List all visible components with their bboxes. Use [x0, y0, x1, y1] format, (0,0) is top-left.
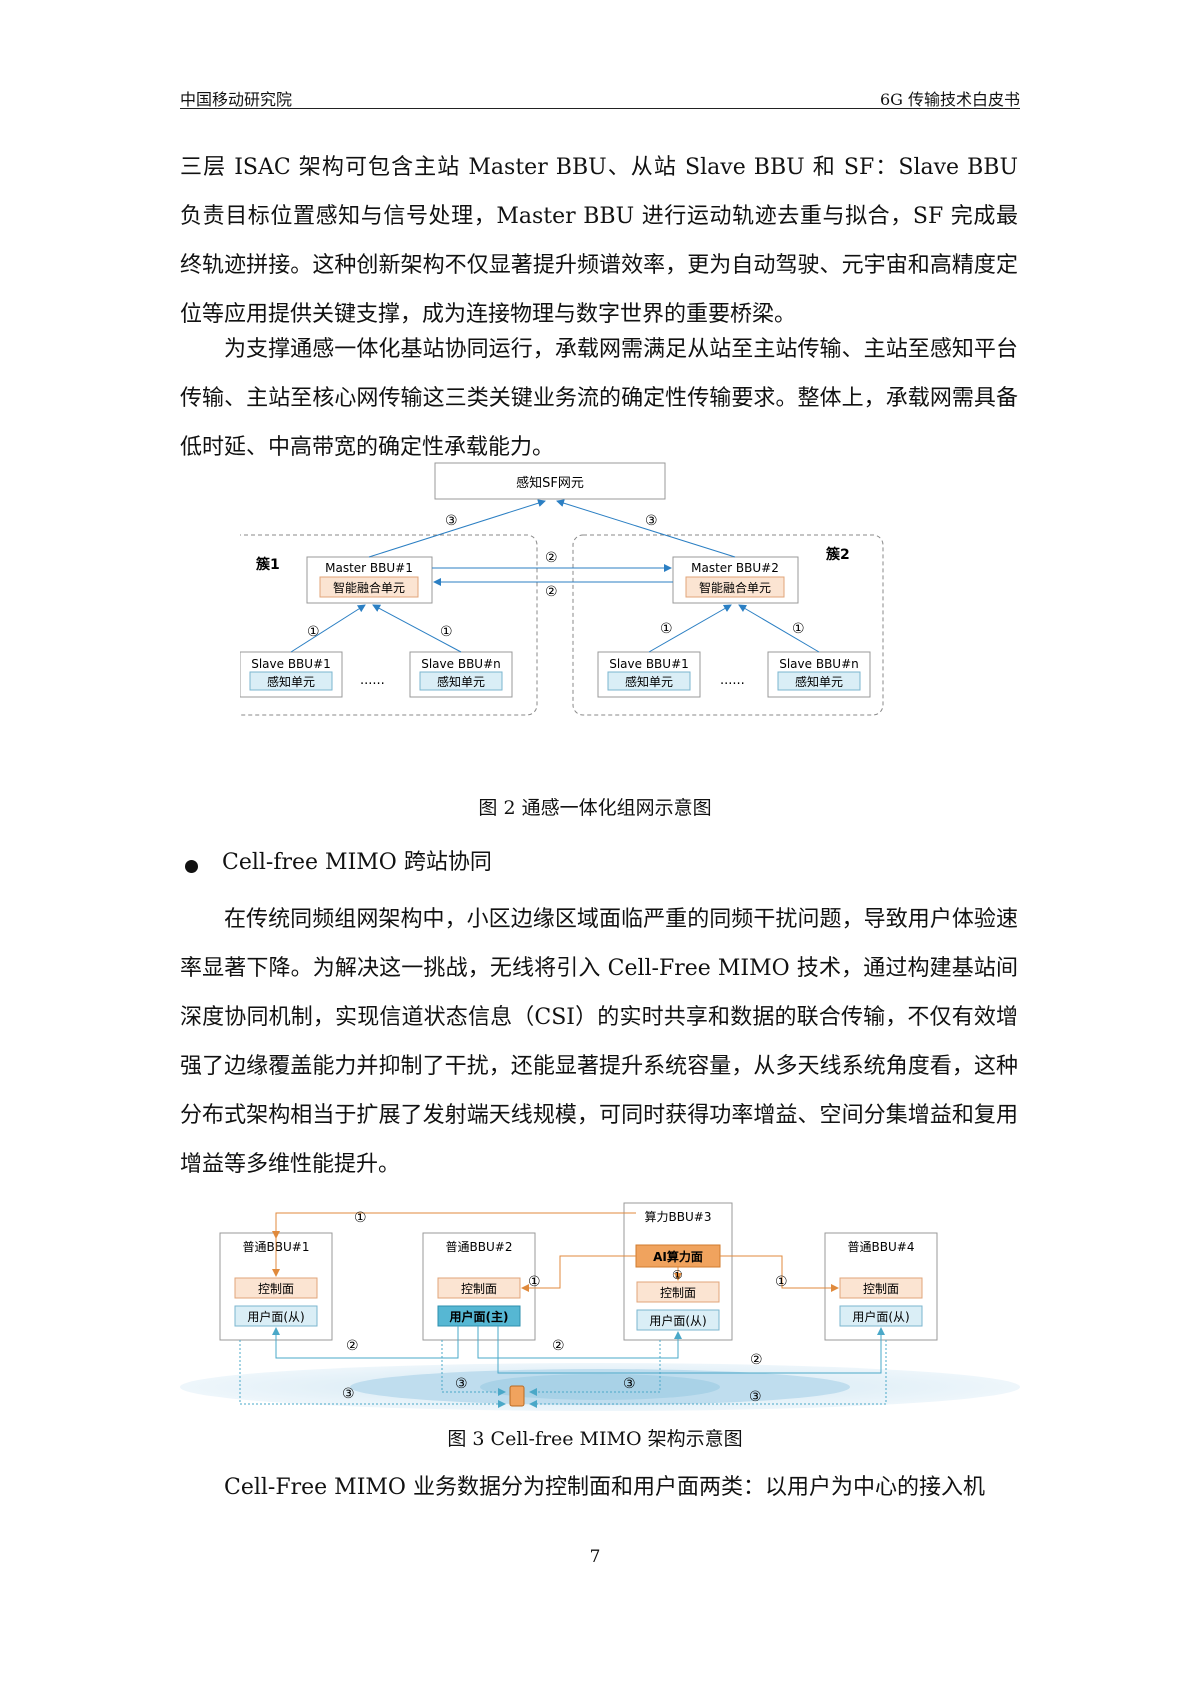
radio-bbu3-ue: [529, 1340, 661, 1396]
label-2-bottom: ②: [545, 584, 558, 600]
bbu-3-ctrl: [636, 1281, 720, 1303]
arrow-ai-to-bbu4: [720, 1255, 839, 1292]
sense-unit-n-c1-label: 感知单元: [437, 674, 485, 689]
sense-unit-n-c2: [777, 671, 861, 691]
f3-label-2-c: ②: [750, 1352, 763, 1368]
bbu-2-ctrl-label: 控制面: [461, 1282, 497, 1296]
bbu-4-ctrl: [839, 1277, 923, 1299]
arrow-m1-sf: [368, 499, 546, 558]
bbu-3-ctrl-label: 控制面: [660, 1286, 696, 1300]
f3-label-3-d: ③: [749, 1389, 762, 1405]
arrow-s1-m2: [648, 604, 732, 653]
figure-3-caption: 图 3 Cell-free MIMO 架构示意图: [447, 1428, 743, 1450]
f3-label-3-a: ③: [342, 1386, 355, 1402]
radio-bbu2-ue: [441, 1340, 506, 1396]
label-1-a: ①: [307, 624, 320, 640]
slave-bbu-1-c1-label: Slave BBU#1: [251, 657, 331, 671]
sf-box: [434, 462, 666, 500]
arrow-sn-m2: [738, 604, 820, 653]
slave-bbu-n-c2-label: Slave BBU#n: [779, 657, 859, 671]
master-bbu-2-label: Master BBU#2: [691, 561, 779, 575]
ai-compute-plane-label: AI算力面: [653, 1249, 703, 1264]
bbu-3-user: [636, 1309, 720, 1331]
fusion-unit-1-label: 智能融合单元: [333, 580, 405, 595]
bbu-3-label: 算力BBU#3: [645, 1209, 712, 1224]
f3-label-2-a: ②: [346, 1338, 359, 1354]
sense-unit-1-c2: [607, 671, 691, 691]
f3-label-1-mid: ①: [672, 1268, 683, 1282]
paragraph-bearer: 为支撑通感一体化基站协同运行，承载网需满足从站至主站传输、主站至感知平台传输、主…: [180, 337, 1018, 460]
label-1-c: ①: [660, 621, 673, 637]
fusion-unit-1: [319, 576, 419, 598]
figure-2-caption: 图 2 通感一体化组网示意图: [478, 797, 712, 819]
fusion-unit-2: [685, 576, 785, 598]
ellipsis-c2: ......: [720, 673, 745, 688]
f3-label-1-left: ①: [528, 1274, 541, 1290]
bullet-heading: Cell-free MIMO 跨站协同: [222, 850, 492, 875]
slave-bbu-1-c2-label: Slave BBU#1: [609, 657, 689, 671]
arrow-user-bbu2-bbu3: [477, 1326, 682, 1359]
f3-label-1-top: ①: [354, 1210, 367, 1226]
paragraph-isac: 三层 ISAC 架构可包含主站 Master BBU、从站 Slave BBU …: [180, 155, 1018, 327]
paragraph-tail: Cell-Free MIMO 业务数据分为控制面和用户面两类：以用户为中心的接入…: [224, 1475, 985, 1500]
bbu-2-user-master-label: 用户面(主): [449, 1309, 509, 1324]
sense-unit-1-c1: [249, 671, 333, 691]
bbu-1-user-label: 用户面(从): [247, 1309, 304, 1324]
header-title: 6G 传输技术白皮书: [879, 90, 1020, 109]
arrow-user-bbu2-bbu1: [272, 1326, 459, 1359]
figure-3-diagram: 普通BBU#1 控制面 用户面(从) 普通BBU#2 控制面 用户面(主) 算力…: [180, 1202, 1020, 1411]
bbu-1-ctrl: [234, 1277, 318, 1299]
bbu-1-ctrl-label: 控制面: [258, 1282, 294, 1296]
f3-label-1-right: ①: [775, 1274, 788, 1290]
cluster-1: [240, 534, 538, 716]
sense-unit-1-c2-label: 感知单元: [625, 674, 673, 689]
bbu-3-user-label: 用户面(从): [649, 1313, 706, 1328]
fusion-unit-2-label: 智能融合单元: [699, 580, 771, 595]
label-3-left: ③: [445, 513, 458, 529]
f3-label-3-c: ③: [623, 1376, 636, 1392]
bbu-2-ctrl: [437, 1277, 521, 1299]
cluster-2-label: 簇2: [825, 546, 850, 563]
label-3-right: ③: [645, 513, 658, 529]
paragraph-cellfree: 在传统同频组网架构中，小区边缘区域面临严重的同频干扰问题，导致用户体验速率显著下…: [180, 907, 1018, 1177]
bbu-1-user: [234, 1305, 318, 1327]
bbu-4-label: 普通BBU#4: [848, 1240, 915, 1254]
arrow-s1-m1: [290, 604, 366, 653]
radio-bbu4-ue: [529, 1340, 887, 1408]
ellipsis-c1: ......: [360, 673, 385, 688]
bbu-4-user: [839, 1305, 923, 1327]
radio-bbu1-ue: [239, 1340, 506, 1408]
label-1-d: ①: [792, 621, 805, 637]
sense-unit-1-c1-label: 感知单元: [267, 674, 315, 689]
bbu-4-user-label: 用户面(从): [852, 1309, 909, 1324]
user-device-icon: [509, 1385, 525, 1407]
f3-label-2-b: ②: [552, 1338, 565, 1354]
arrow-sn-m1: [372, 604, 462, 653]
arrow-m2-sf: [556, 499, 736, 558]
sense-unit-n-c2-label: 感知单元: [795, 674, 843, 689]
sf-label: 感知SF网元: [516, 475, 584, 491]
bbu-2-user-master: [437, 1305, 521, 1327]
bullet-icon: [185, 860, 198, 873]
page-header: 中国移动研究院 6G 传输技术白皮书: [180, 84, 1020, 109]
header-org: 中国移动研究院: [180, 90, 293, 109]
slave-bbu-n-c1-label: Slave BBU#n: [421, 657, 501, 671]
master-bbu-1-label: Master BBU#1: [325, 561, 413, 575]
bbu-4-ctrl-label: 控制面: [863, 1282, 899, 1296]
arrow-ai-to-bbu2: [521, 1255, 636, 1292]
cluster-2: [572, 534, 884, 716]
cluster-1-label: 簇1: [255, 556, 280, 573]
label-2-top: ②: [545, 550, 558, 566]
label-1-b: ①: [440, 624, 453, 640]
page-number: 7: [589, 1547, 601, 1567]
sense-unit-n-c1: [419, 671, 503, 691]
figure-2-diagram: 感知SF网元 簇1 簇2 Master BBU#1 智能融合单元 Master …: [240, 462, 884, 716]
arrow-user-bbu2-bbu4: [497, 1326, 885, 1374]
bbu-2-label: 普通BBU#2: [446, 1240, 513, 1254]
f3-label-3-b: ③: [455, 1376, 468, 1392]
